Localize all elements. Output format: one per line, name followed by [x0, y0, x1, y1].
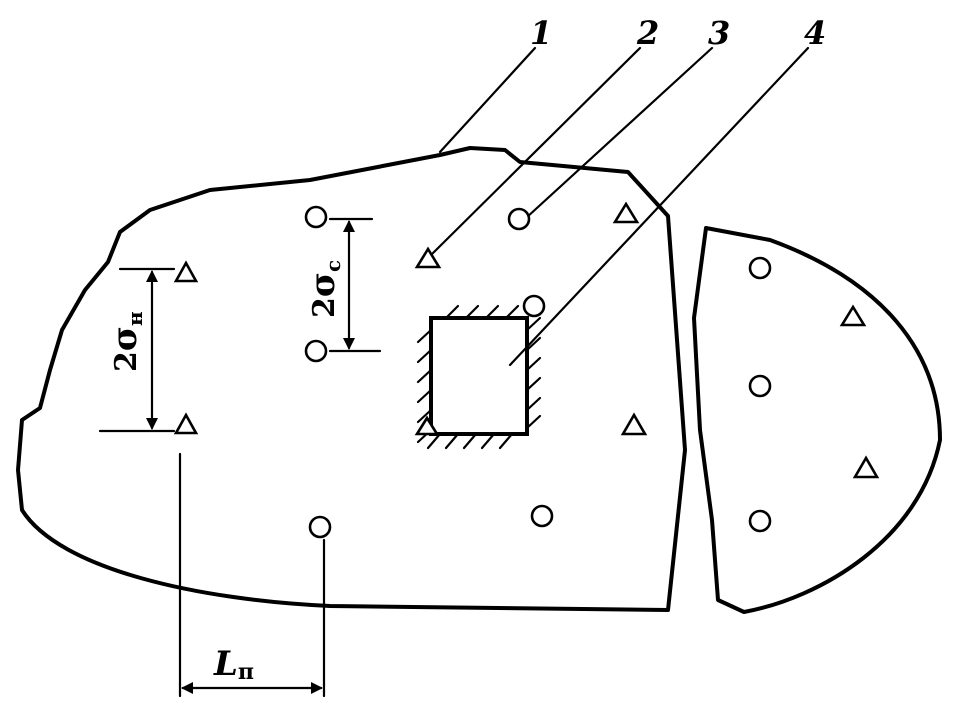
callout-3: 3 [708, 14, 730, 52]
leader-3 [524, 46, 714, 220]
circle-markers [304, 205, 772, 539]
callout-2: 2 [636, 14, 659, 52]
triangle-marker [852, 455, 880, 479]
leader-1 [438, 46, 537, 154]
leader-4 [508, 46, 810, 367]
callout-leaders [430, 46, 810, 367]
circle-marker [748, 374, 772, 398]
triangle-marker [173, 412, 199, 435]
circle-marker [530, 504, 554, 528]
main-fragment-outline [16, 146, 687, 612]
triangle-marker [612, 201, 640, 224]
dimension-sigma-c: 2σc [303, 217, 382, 353]
leader-2 [430, 46, 642, 256]
triangle-markers [173, 201, 880, 479]
sigma-c-label: 2σc [303, 260, 345, 318]
sigma-n-label: 2σн [105, 311, 147, 372]
circle-marker [308, 515, 332, 539]
spacing-label: Lп [213, 644, 254, 685]
dimension-sigma-n: 2σн [98, 267, 176, 433]
side-fragment-outline [692, 226, 942, 614]
triangle-marker [173, 260, 199, 283]
callout-1: 1 [530, 14, 552, 52]
triangle-marker [414, 415, 440, 436]
triangle-marker [620, 412, 648, 436]
triangle-marker [839, 304, 867, 327]
callout-4: 4 [804, 14, 826, 52]
opening-hatching [416, 304, 542, 450]
triangle-marker [414, 246, 442, 269]
circle-marker [748, 509, 772, 533]
circle-marker [748, 256, 772, 280]
square-opening [429, 316, 529, 436]
circle-marker [507, 207, 531, 231]
circle-marker [304, 205, 328, 229]
circle-marker [522, 294, 546, 318]
circle-marker [304, 339, 328, 363]
dimension-spacing: Lп [178, 452, 326, 698]
